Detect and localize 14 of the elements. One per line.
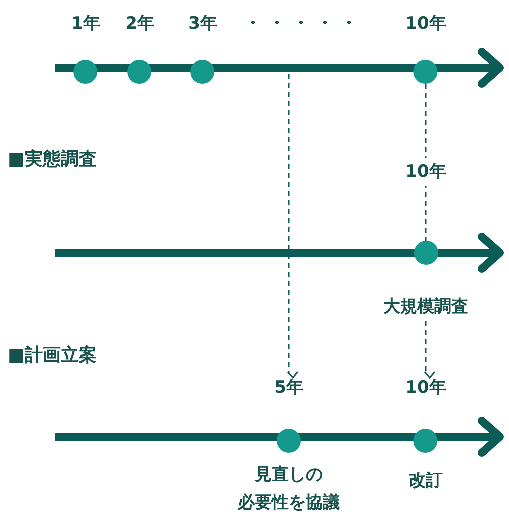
year-label: 10年 bbox=[406, 13, 446, 36]
dashed-arrow bbox=[424, 321, 436, 379]
ellipsis-label: ・・・・・ bbox=[244, 12, 364, 36]
event-label: 見直しの必要性を協議 bbox=[236, 464, 341, 515]
section-heading: ■計画立案 bbox=[8, 344, 98, 368]
year-label: 5年 bbox=[274, 377, 304, 400]
event-label: 大規模調査 bbox=[384, 296, 468, 319]
dashed-arrow bbox=[287, 74, 299, 379]
year-label: 1年 bbox=[72, 13, 100, 36]
year-label: 10年 bbox=[406, 377, 446, 400]
section-heading: ■実態調査 bbox=[8, 148, 98, 172]
year-label: 2年 bbox=[126, 13, 154, 36]
event-label: 改訂 bbox=[409, 470, 443, 493]
year-label: 3年 bbox=[188, 13, 218, 36]
